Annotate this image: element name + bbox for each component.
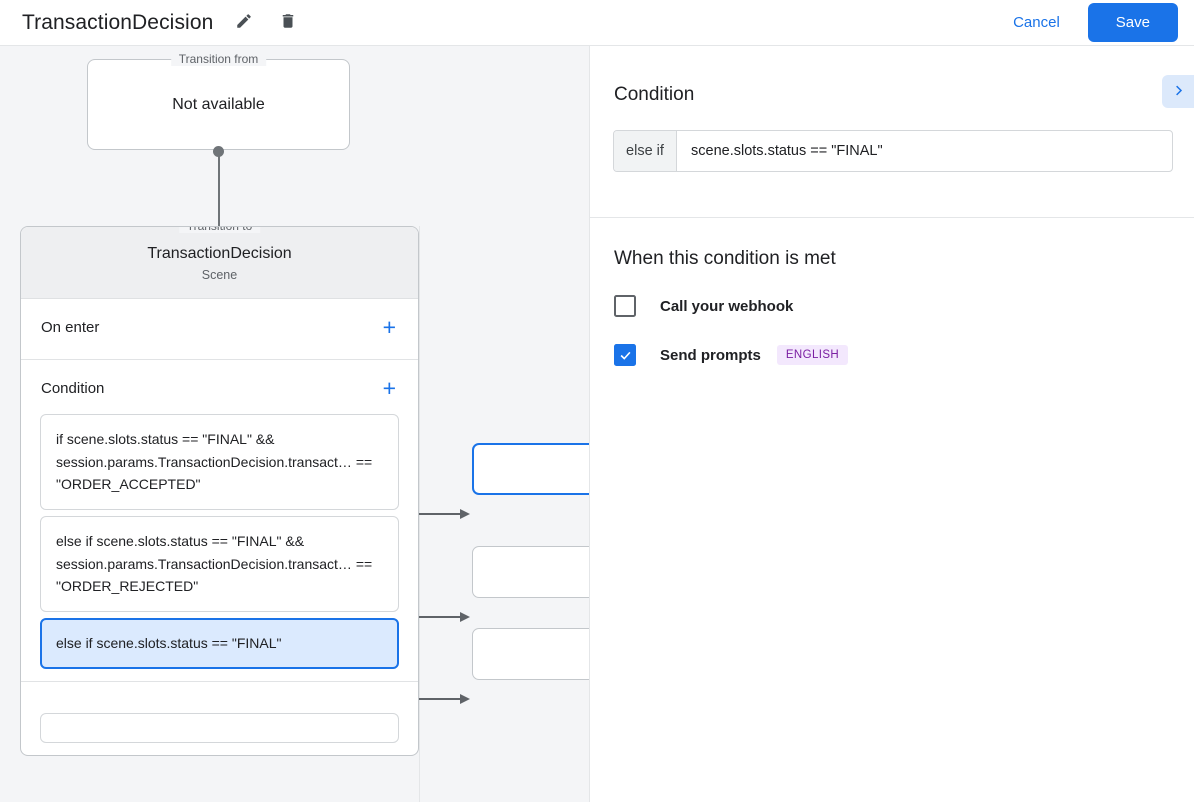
- add-condition-button[interactable]: +: [379, 377, 400, 400]
- top-bar-actions: Cancel Save: [999, 3, 1194, 42]
- save-button[interactable]: Save: [1087, 3, 1178, 42]
- section-label-on-enter: On enter: [41, 319, 100, 336]
- top-bar: TransactionDecision Cancel Save: [0, 0, 1194, 46]
- connector-line: [399, 698, 465, 700]
- condition-list-item[interactable]: else if scene.slots.status == "FINAL" &&…: [40, 516, 399, 613]
- language-badge: ENGLISH: [776, 345, 849, 365]
- section-label-condition: Condition: [41, 380, 105, 397]
- condition-list-item-selected[interactable]: else if scene.slots.status == "FINAL": [40, 618, 399, 669]
- transition-from-legend: Transition from: [170, 52, 267, 66]
- transition-from-box: Transition from Not available: [87, 52, 350, 150]
- section-slot-filling: [21, 682, 418, 755]
- target-node-2[interactable]: [472, 546, 589, 598]
- transition-to-subtitle: Scene: [201, 268, 238, 282]
- section-header: On enter +: [21, 299, 418, 347]
- panel-title: Condition: [614, 84, 695, 105]
- connector-line: [399, 513, 465, 515]
- connector-arrowhead: [460, 693, 470, 704]
- scene-node-card: Transition to TransactionDecision Scene …: [20, 226, 419, 756]
- graph-canvas: Transition from Not available: [0, 46, 589, 802]
- slot-validation-item[interactable]: [40, 712, 399, 743]
- condition-input-row[interactable]: else if scene.slots.status == "FINAL": [613, 130, 1173, 172]
- section-on-enter: On enter +: [21, 299, 418, 360]
- flow-arrow-line: [218, 152, 220, 253]
- add-on-enter-button[interactable]: +: [379, 316, 400, 339]
- section-condition: Condition + if scene.slots.status == "FI…: [21, 360, 418, 682]
- webhook-option-row[interactable]: Call your webhook: [614, 295, 793, 317]
- flow-arrow-dot: [213, 146, 224, 157]
- target-node-3[interactable]: [472, 628, 589, 680]
- condition-prefix-label: else if: [614, 131, 677, 171]
- condition-detail-panel: Condition else if scene.slots.status == …: [589, 46, 1194, 802]
- connector-line: [399, 616, 465, 618]
- transition-to-box: Transition to TransactionDecision Scene: [21, 226, 418, 299]
- edit-button[interactable]: [231, 10, 257, 36]
- send-prompts-option-row[interactable]: Send prompts ENGLISH: [614, 344, 849, 366]
- connector-arrowhead: [460, 611, 470, 622]
- cancel-button[interactable]: Cancel: [999, 5, 1074, 40]
- delete-button[interactable]: [275, 10, 301, 36]
- condition-list-item[interactable]: if scene.slots.status == "FINAL" && sess…: [40, 414, 399, 511]
- chevron-right-icon: [1171, 83, 1186, 101]
- send-prompts-checkbox[interactable]: [614, 344, 636, 366]
- transition-to-legend: Transition to: [178, 226, 261, 233]
- call-webhook-checkbox[interactable]: [614, 295, 636, 317]
- connector-arrowhead: [460, 508, 470, 519]
- transition-to-title: TransactionDecision: [147, 245, 292, 262]
- send-prompts-label: Send prompts: [660, 346, 761, 364]
- collapse-panel-button[interactable]: [1162, 75, 1194, 108]
- trash-icon: [279, 12, 297, 33]
- condition-expression-input[interactable]: scene.slots.status == "FINAL": [691, 143, 883, 159]
- target-node-1[interactable]: [472, 443, 589, 495]
- call-webhook-label: Call your webhook: [660, 297, 794, 315]
- page-title: TransactionDecision: [22, 10, 214, 34]
- pencil-icon: [235, 12, 253, 33]
- panel-divider: [590, 217, 1194, 218]
- section-header: Condition +: [21, 360, 418, 408]
- when-condition-met-title: When this condition is met: [614, 248, 836, 269]
- section-header: [21, 682, 418, 707]
- transition-from-value: Not available: [172, 95, 265, 113]
